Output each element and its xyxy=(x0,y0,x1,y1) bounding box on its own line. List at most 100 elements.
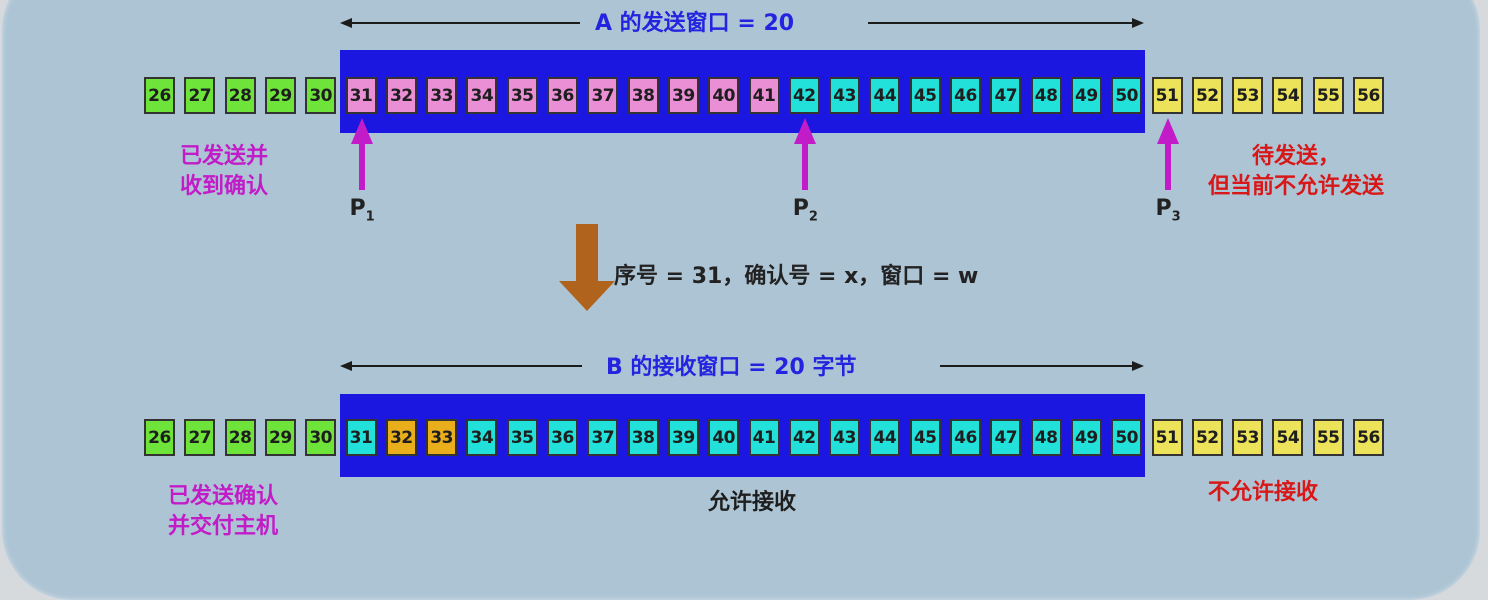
sender-byte-49: 49 xyxy=(1070,77,1102,114)
note-line: 并交付主机 xyxy=(168,514,279,539)
span-line-right xyxy=(868,22,1136,24)
pointer-subscript: 2 xyxy=(808,209,818,225)
sender-byte-48: 48 xyxy=(1030,77,1062,114)
sender-byte-31: 31 xyxy=(345,77,377,114)
receiver-byte-56: 56 xyxy=(1353,419,1384,456)
sender-byte-35: 35 xyxy=(506,77,538,114)
pointer-arrow-shaft xyxy=(1164,142,1171,190)
pointer-letter: P xyxy=(792,196,809,221)
note-line: 但当前不允许发送 xyxy=(1208,174,1385,199)
receiver-byte-30: 30 xyxy=(305,419,337,456)
receiver-byte-51: 51 xyxy=(1151,419,1183,456)
receiver-byte-53: 53 xyxy=(1232,419,1264,456)
pointer-label-p3: P3 xyxy=(1156,196,1181,224)
sender-right-note: 待发送， 但当前不允许发送 xyxy=(1208,142,1384,202)
span-line-left xyxy=(348,22,580,24)
segment-arrow-shaft xyxy=(576,224,598,282)
sender-byte-32: 32 xyxy=(385,77,417,114)
receiver-byte-36: 36 xyxy=(547,419,578,456)
pointer-arrow-up-icon xyxy=(350,118,373,144)
sender-byte-54: 54 xyxy=(1272,77,1304,114)
sender-byte-28: 28 xyxy=(224,77,256,114)
pointer-subscript: 1 xyxy=(365,209,375,225)
sender-byte-47: 47 xyxy=(990,77,1022,114)
receiver-center-note: 允许接收 xyxy=(708,490,797,515)
receiver-byte-42: 42 xyxy=(788,419,820,456)
receiver-byte-35: 35 xyxy=(506,419,538,456)
sender-byte-37: 37 xyxy=(587,77,619,114)
sender-byte-43: 43 xyxy=(829,77,861,114)
receiver-left-note: 已发送确认 并交付主机 xyxy=(168,482,278,542)
sender-byte-52: 52 xyxy=(1191,77,1223,114)
receiver-byte-55: 55 xyxy=(1312,419,1344,456)
receiver-receive-window xyxy=(340,394,1145,477)
receiver-window-title: B 的接收窗口 = 20 字节 xyxy=(606,355,857,380)
sender-byte-33: 33 xyxy=(426,77,458,114)
pointer-subscript: 3 xyxy=(1171,209,1181,225)
span-line-right xyxy=(940,365,1136,367)
receiver-byte-54: 54 xyxy=(1272,419,1304,456)
sender-byte-27: 27 xyxy=(184,77,216,114)
note-line: 待发送， xyxy=(1252,144,1341,169)
sender-byte-41: 41 xyxy=(748,77,780,114)
sender-byte-53: 53 xyxy=(1232,77,1264,114)
pointer-arrow-shaft xyxy=(358,142,365,190)
receiver-byte-33: 33 xyxy=(426,419,458,456)
receiver-byte-45: 45 xyxy=(909,419,941,456)
sender-byte-29: 29 xyxy=(264,77,296,114)
sender-byte-51: 51 xyxy=(1151,77,1183,114)
receiver-byte-29: 29 xyxy=(264,419,296,456)
receiver-byte-39: 39 xyxy=(667,419,699,456)
receiver-byte-43: 43 xyxy=(829,419,861,456)
span-arrow-right-icon xyxy=(1132,361,1144,371)
receiver-byte-27: 27 xyxy=(184,419,216,456)
sender-byte-40: 40 xyxy=(708,77,740,114)
sender-byte-39: 39 xyxy=(667,77,699,114)
sender-byte-56: 56 xyxy=(1353,77,1384,114)
sender-byte-44: 44 xyxy=(869,77,901,114)
receiver-right-note: 不允许接收 xyxy=(1208,480,1319,505)
receiver-byte-31: 31 xyxy=(345,419,377,456)
pointer-letter: P xyxy=(349,196,366,221)
sender-byte-55: 55 xyxy=(1312,77,1344,114)
sender-byte-50: 50 xyxy=(1111,77,1143,114)
segment-down-arrow-icon xyxy=(559,281,615,311)
pointer-arrow-up-icon xyxy=(793,118,816,144)
sender-byte-30: 30 xyxy=(305,77,337,114)
sender-window-title: A 的发送窗口 = 20 xyxy=(595,11,795,36)
receiver-byte-40: 40 xyxy=(708,419,740,456)
receiver-byte-34: 34 xyxy=(466,419,498,456)
receiver-byte-26: 26 xyxy=(144,419,175,456)
receiver-byte-46: 46 xyxy=(950,419,981,456)
span-line-left xyxy=(348,365,582,367)
segment-header-text: 序号 = 31，确认号 = x，窗口 = w xyxy=(614,264,979,289)
note-line: 已发送并 xyxy=(180,144,269,169)
sender-byte-45: 45 xyxy=(909,77,941,114)
receiver-byte-38: 38 xyxy=(627,419,659,456)
sender-byte-34: 34 xyxy=(466,77,498,114)
receiver-byte-48: 48 xyxy=(1030,419,1062,456)
pointer-label-p1: P1 xyxy=(350,196,375,224)
receiver-byte-47: 47 xyxy=(990,419,1022,456)
sender-byte-38: 38 xyxy=(627,77,659,114)
receiver-byte-49: 49 xyxy=(1070,419,1102,456)
pointer-label-p2: P2 xyxy=(793,196,818,224)
receiver-byte-37: 37 xyxy=(587,419,619,456)
note-line: 已发送确认 xyxy=(168,484,279,509)
sender-left-note: 已发送并 收到确认 xyxy=(180,142,268,202)
receiver-byte-28: 28 xyxy=(224,419,256,456)
sender-byte-36: 36 xyxy=(547,77,578,114)
pointer-arrow-shaft xyxy=(801,142,808,190)
pointer-letter: P xyxy=(1155,196,1172,221)
pointer-arrow-up-icon xyxy=(1156,118,1179,144)
note-line: 收到确认 xyxy=(180,174,269,199)
span-arrow-left-icon xyxy=(340,361,352,371)
receiver-byte-41: 41 xyxy=(748,419,780,456)
span-arrow-left-icon xyxy=(340,18,352,28)
receiver-byte-32: 32 xyxy=(385,419,417,456)
sender-send-window xyxy=(340,50,1145,133)
span-arrow-right-icon xyxy=(1132,18,1144,28)
receiver-byte-52: 52 xyxy=(1191,419,1223,456)
sender-byte-46: 46 xyxy=(950,77,981,114)
